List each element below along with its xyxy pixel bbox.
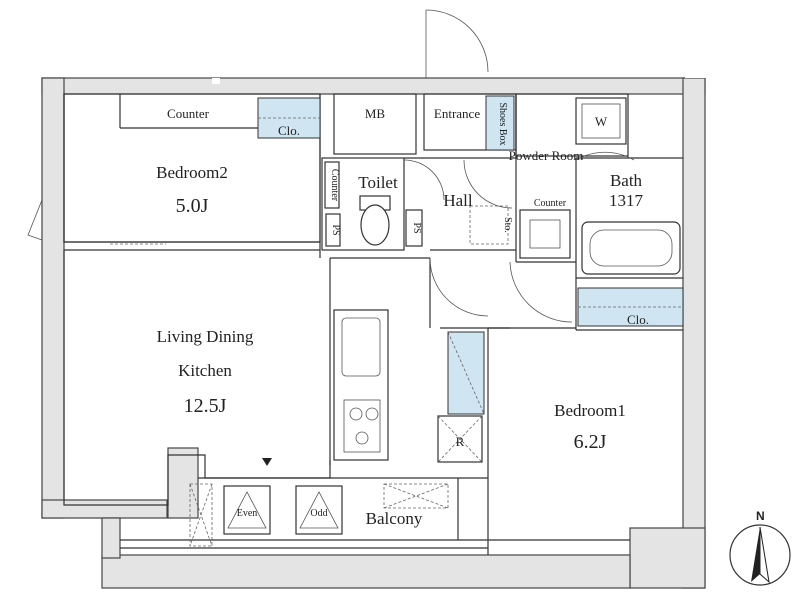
bedroom2-area: 5.0J [176,195,209,217]
north-compass: N [729,509,791,586]
toilet-label: Toilet [358,173,398,192]
ldk-area: 12.5J [184,395,227,417]
closet-bedroom1-label: Clo. [627,312,649,327]
powder-room-label: Powder Room [509,148,584,163]
north-label: N [756,509,765,523]
interior-walls [63,93,683,555]
shoes-box-label: Shoes Box [497,102,508,145]
balcony-label: Balcony [366,509,423,528]
washer-label: W [595,114,608,129]
counter-toilet-label: Counter [329,169,340,202]
entrance-label: Entrance [434,106,480,121]
even-label: Even [237,508,258,519]
bath-size-label: 1317 [609,191,644,210]
ps-left-label: PS [330,224,341,235]
closets [257,95,684,415]
odd-label: Odd [310,508,327,519]
mb-label: MB [365,106,386,121]
bath-label: Bath [610,171,643,190]
closet-bedroom2-label: Clo. [278,123,300,138]
ldk-label-line2: Kitchen [178,361,232,380]
bedroom1-label: Bedroom1 [554,401,626,420]
hall-label: Hall [443,191,473,210]
bedroom2-label: Bedroom2 [156,163,228,182]
storage-label: Sto. [502,217,513,233]
counter-top-label: Counter [167,106,210,121]
ldk-label-line1: Living Dining [157,327,254,346]
fixtures [110,97,681,547]
bedroom1-area: 6.2J [574,431,607,453]
refrigerator-label: R [456,434,465,449]
counter-powder-label: Counter [534,198,567,209]
ps-right-label: PS [411,222,422,233]
doors [27,9,635,323]
